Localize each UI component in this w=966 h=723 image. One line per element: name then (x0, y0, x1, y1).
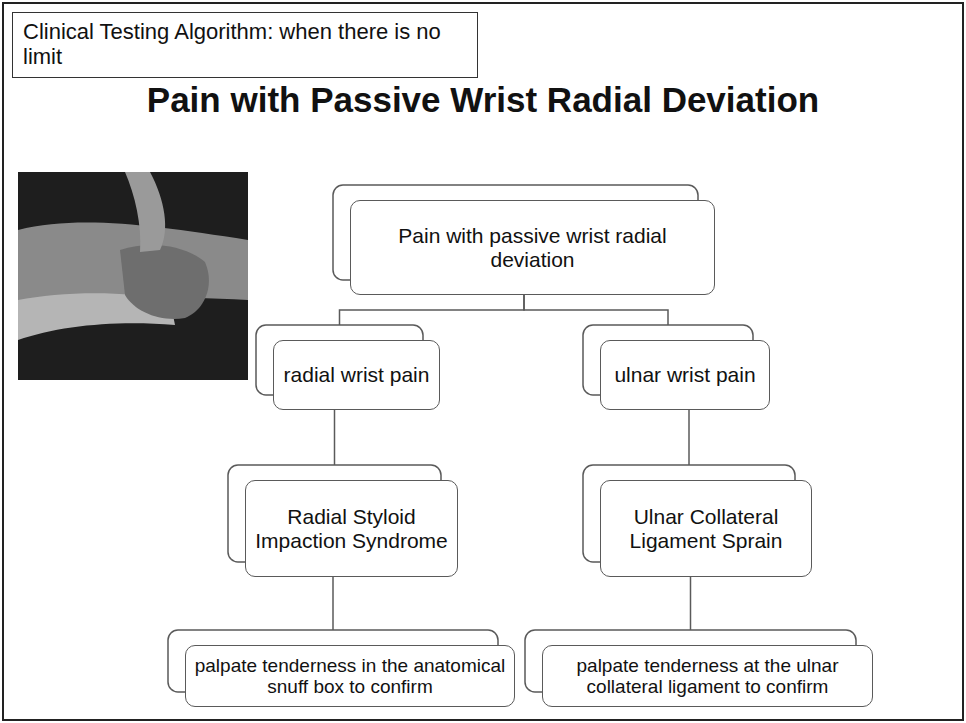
root-box: Pain with passive wrist radial deviation (350, 200, 715, 295)
connector (334, 410, 336, 465)
node-text: palpate tenderness in the anatomical snu… (192, 655, 508, 698)
node-text: Radial Styloid Impaction Syndrome (252, 505, 451, 552)
test-box: palpate tenderness at the ulnar collater… (542, 645, 873, 707)
slide-title: Pain with Passive Wrist Radial Deviation (0, 80, 966, 120)
header-box: Clinical Testing Algorithm: when there i… (12, 12, 478, 78)
wrist-photo (18, 172, 248, 380)
process-box: radial wrist pain (273, 340, 440, 410)
node-text: Pain with passive wrist radial deviation (357, 224, 708, 271)
node-text: Clinical Testing Algorithm: when there i… (23, 20, 467, 69)
node-text: radial wrist pain (284, 363, 430, 387)
examiner-hand (120, 245, 209, 319)
diagnosis-box: Ulnar Collateral Ligament Sprain (600, 480, 812, 577)
connector (688, 410, 690, 465)
node-text: Ulnar Collateral Ligament Sprain (607, 505, 805, 552)
process-box: ulnar wrist pain (600, 340, 770, 410)
connector (524, 295, 668, 325)
photo-ground (18, 172, 248, 380)
node-text: palpate tenderness at the ulnar collater… (549, 655, 866, 698)
back-boxes (168, 185, 856, 692)
node-text: ulnar wrist pain (614, 363, 755, 387)
diagnosis-box: Radial Styloid Impaction Syndrome (245, 480, 458, 577)
connector (332, 577, 334, 630)
connector (340, 295, 525, 325)
test-box: palpate tenderness in the anatomical snu… (185, 645, 515, 707)
examiner-arm (125, 172, 165, 252)
connector (690, 577, 692, 630)
